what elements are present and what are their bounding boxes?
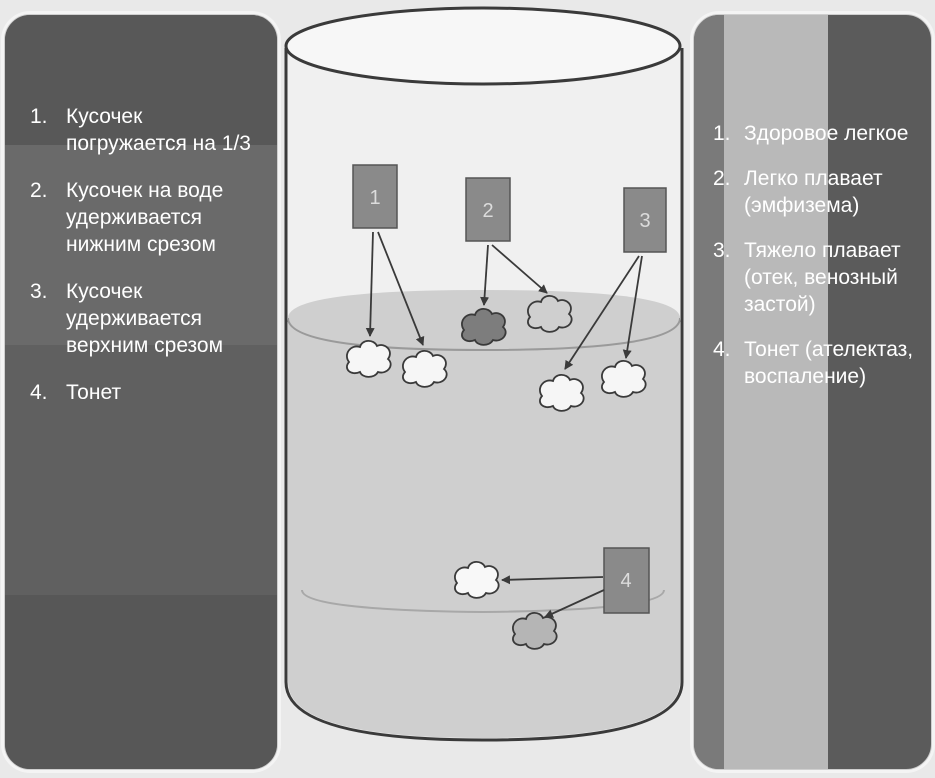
lung-piece-3b xyxy=(601,359,647,398)
interpretation-item-2: 2. Легко плавает (эмфизема) xyxy=(713,165,933,219)
arrow xyxy=(544,589,605,618)
lung-piece-1b xyxy=(402,349,448,388)
right-panel xyxy=(693,14,932,770)
item-number: 4. xyxy=(713,338,731,361)
arrow xyxy=(377,231,425,346)
arrow xyxy=(622,255,643,359)
item-text: Тонет (ателектаз, воспаление) xyxy=(744,338,914,388)
lung-piece-4a xyxy=(454,560,500,599)
panel-stripe xyxy=(694,15,724,769)
sample-box-4 xyxy=(603,547,650,614)
sample-box-1 xyxy=(352,164,398,229)
procedure-item-1: 1. Кусочек погружается на 1/3 xyxy=(30,103,266,157)
panel-band xyxy=(5,15,277,145)
water-glass-diagram: 1 2 3 4 xyxy=(284,6,684,742)
item-number: 2. xyxy=(713,167,731,190)
procedure-item-4: 4. Тонет xyxy=(30,379,266,406)
sample-box-2 xyxy=(465,177,511,242)
arrow xyxy=(501,575,604,585)
item-number: 3. xyxy=(713,239,731,262)
item-text: Кусочек погружается на 1/3 xyxy=(66,105,251,155)
procedure-list: 1. Кусочек погружается на 1/3 2. Кусочек н… xyxy=(30,103,266,406)
interpretation-item-4: 4. Тонет (ателектаз, воспаление) xyxy=(713,336,933,390)
sample-label-1: 1 xyxy=(369,187,380,209)
arrow xyxy=(491,244,548,294)
sample-label-3: 3 xyxy=(639,210,650,232)
panel-band xyxy=(5,145,277,345)
lung-piece-3a xyxy=(539,373,585,412)
panel-band xyxy=(5,595,277,769)
sample-label-2: 2 xyxy=(482,200,493,222)
panel-band xyxy=(5,345,277,595)
item-number: 4. xyxy=(30,381,48,404)
item-text: Тонет xyxy=(66,381,122,404)
sample-box-3 xyxy=(623,187,667,253)
item-number: 3. xyxy=(30,280,48,303)
item-number: 1. xyxy=(713,122,731,145)
item-number: 2. xyxy=(30,179,48,202)
lung-piece-2a xyxy=(461,307,507,346)
procedure-item-2: 2. Кусочек на воде удерживается нижним ср… xyxy=(30,177,266,258)
arrow xyxy=(365,231,375,337)
arrows xyxy=(365,231,643,618)
item-number: 1. xyxy=(30,105,48,128)
interpretation-list: 1. Здоровое легкое 2. Легко плавает (эмфиз… xyxy=(713,120,933,390)
lung-piece-4b xyxy=(512,611,558,650)
sample-label-4: 4 xyxy=(620,570,631,592)
arrow xyxy=(480,244,490,306)
panel-stripe xyxy=(724,15,828,769)
glass-rim xyxy=(284,6,682,86)
interpretation-item-1: 1. Здоровое легкое xyxy=(713,120,933,147)
item-text: Кусочек на воде удерживается нижним срез… xyxy=(66,179,224,256)
interpretation-item-3: 3. Тяжело плавает (отек, венозный застой) xyxy=(713,237,933,318)
item-text: Тяжело плавает (отек, венозный застой) xyxy=(744,239,901,316)
lung-piece-2b xyxy=(527,294,573,333)
sample-boxes: 1 2 3 4 xyxy=(352,164,667,614)
item-text: Легко плавает (эмфизема) xyxy=(744,167,883,217)
item-text: Здоровое легкое xyxy=(744,122,909,145)
lung-piece-1a xyxy=(346,339,392,378)
arrow xyxy=(564,255,640,370)
procedure-item-3: 3. Кусочек удерживается верхним срезом xyxy=(30,278,266,359)
left-panel xyxy=(4,14,278,770)
item-text: Кусочек удерживается верхним срезом xyxy=(66,280,224,357)
